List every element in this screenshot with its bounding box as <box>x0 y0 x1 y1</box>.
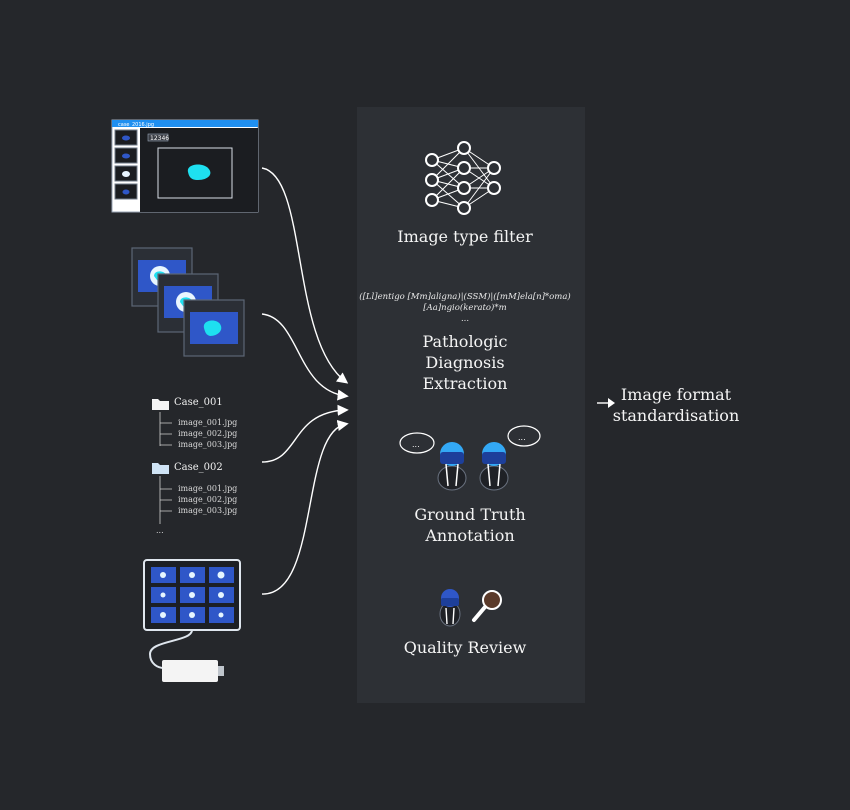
file-name: image_001.jpg <box>178 418 238 427</box>
stacked-images-illustration <box>131 247 245 357</box>
output-arrow <box>597 398 615 408</box>
file-name: image_001.jpg <box>178 484 238 493</box>
output-line2: standardisation <box>612 406 740 425</box>
speech-bubble-text: ... <box>518 433 526 442</box>
folder-icon <box>152 463 169 474</box>
image-grid-device-illustration <box>143 559 241 682</box>
reviewer-magnifier-icon <box>439 589 502 627</box>
step-image-type-filter: Image type filter <box>397 227 533 246</box>
output-line1: Image format <box>620 385 732 404</box>
folder-name: Case_002 <box>174 462 223 473</box>
file-name: image_003.jpg <box>178 440 238 449</box>
neural-network-icon <box>425 141 501 215</box>
regex-line-2: [Aa]ngio(kerato)*m <box>423 303 507 313</box>
folder-tree: Case_001 image_001.jpg image_002.jpg ima… <box>150 396 270 546</box>
step-pathologic-diagnosis-extraction: Pathologic Diagnosis Extraction <box>357 331 573 394</box>
step2-line1: Pathologic <box>422 332 508 351</box>
step-ground-truth-annotation: Ground Truth Annotation <box>362 504 578 546</box>
file-name: image_002.jpg <box>178 495 238 504</box>
regex-ellipsis: ... <box>460 314 470 324</box>
step3-line1: Ground Truth <box>414 505 526 524</box>
output-image-format-standardisation: Image format standardisation <box>606 384 746 426</box>
step2-line2: Diagnosis <box>425 353 505 372</box>
step3-line2: Annotation <box>425 526 515 545</box>
folder-ellipsis: ... <box>156 526 164 535</box>
folder-name: Case_001 <box>174 397 223 408</box>
step-quality-review: Quality Review <box>403 638 527 657</box>
window-counter: 12346 <box>150 135 169 142</box>
file-name: image_002.jpg <box>178 429 238 438</box>
software-window-illustration: case_2016.jpg 12346 <box>111 119 259 213</box>
step2-line3: Extraction <box>422 374 508 393</box>
regex-line-1: ([Ll]entigo [Mm]aligna)|(SSM)|([mM]ela[n… <box>359 292 571 302</box>
annotators-icon: ... ... <box>399 425 541 491</box>
folder-icon <box>152 399 169 410</box>
speech-bubble-text: ... <box>412 440 420 449</box>
pipeline-panel <box>357 107 585 703</box>
file-name: image_003.jpg <box>178 506 238 515</box>
window-title: case_2016.jpg <box>118 122 154 128</box>
